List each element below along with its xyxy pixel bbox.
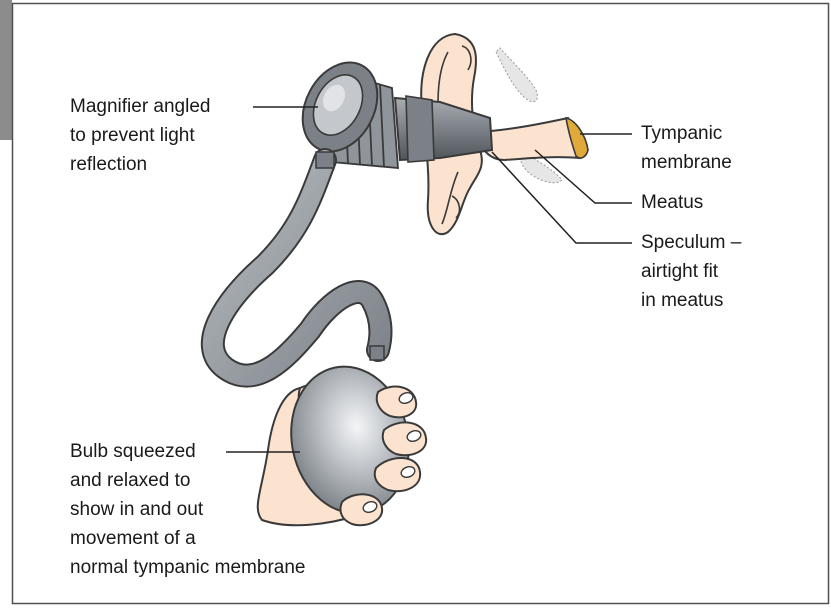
label-line: show in and out (70, 495, 305, 524)
label-line: Meatus (641, 188, 703, 217)
label-line: and relaxed to (70, 466, 305, 495)
label-speculum: Speculum – airtight fit in meatus (641, 228, 741, 315)
label-line: Tympanic (641, 119, 732, 148)
speculum-collar (406, 96, 434, 162)
label-line: to prevent light (70, 121, 210, 150)
label-line: normal tympanic membrane (70, 553, 305, 582)
label-line: reflection (70, 150, 210, 179)
edge-strip (0, 0, 12, 140)
label-tympanic-membrane: Tympanic membrane (641, 119, 732, 177)
label-line: membrane (641, 148, 732, 177)
label-bulb: Bulb squeezed and relaxed to show in and… (70, 437, 305, 582)
label-magnifier: Magnifier angled to prevent light reflec… (70, 92, 210, 179)
tube-connector-top (316, 152, 334, 168)
label-line: movement of a (70, 524, 305, 553)
label-line: Speculum – (641, 228, 741, 257)
label-line: airtight fit (641, 257, 741, 286)
label-meatus: Meatus (641, 188, 703, 217)
label-line: Bulb squeezed (70, 437, 305, 466)
label-line: Magnifier angled (70, 92, 210, 121)
tube-connector-bulb (370, 346, 384, 360)
label-line: in meatus (641, 286, 741, 315)
